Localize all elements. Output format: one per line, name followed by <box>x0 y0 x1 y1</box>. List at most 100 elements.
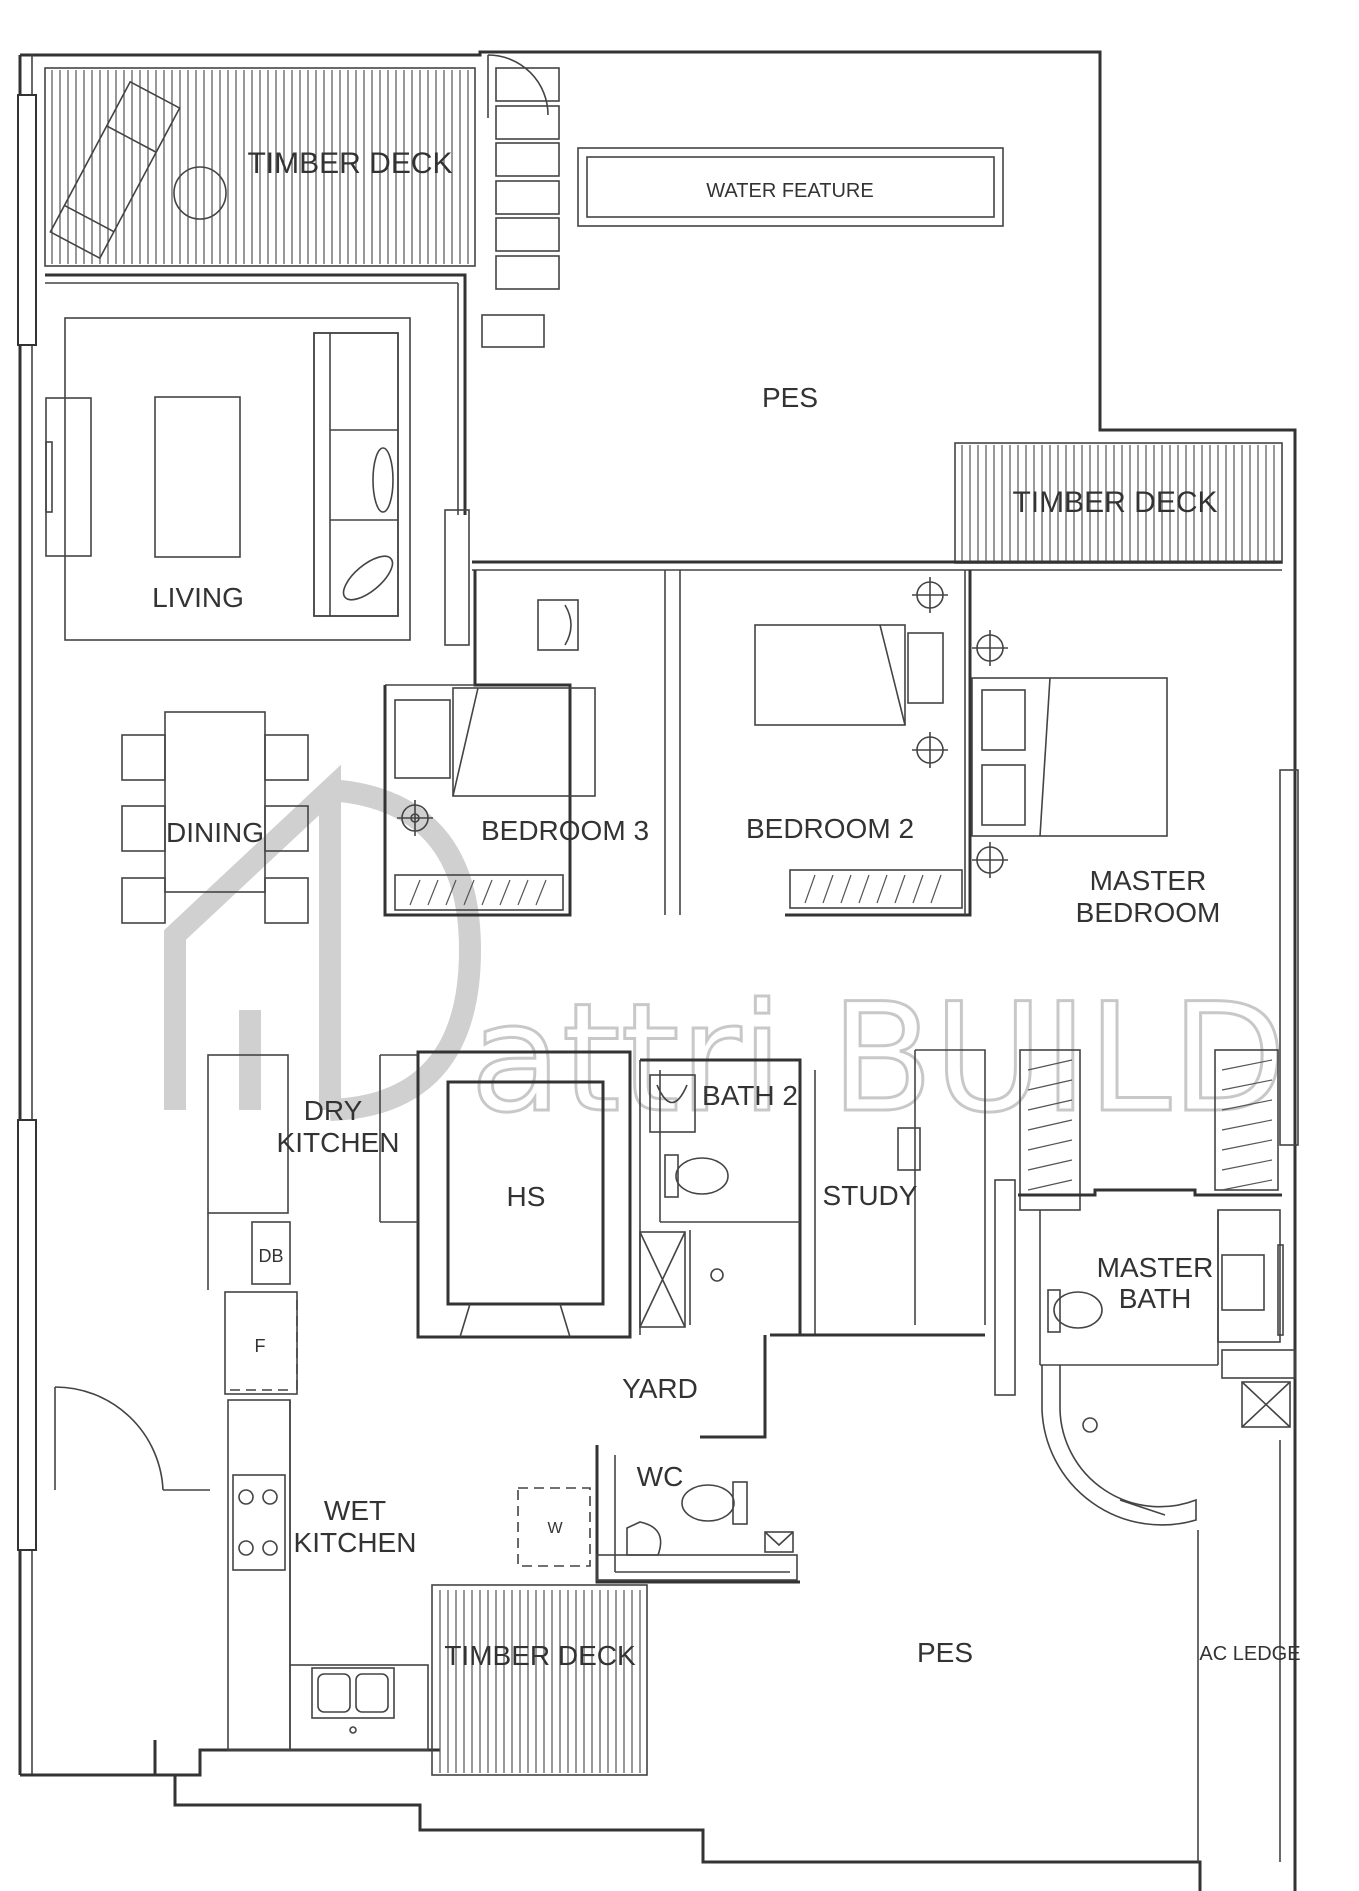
wardrobe-hatch <box>1027 1139 1073 1151</box>
label-yard: YARD <box>622 1373 698 1404</box>
master-bath-wall-ledge <box>1221 1349 1296 1428</box>
living-rug <box>64 317 411 641</box>
fridge <box>224 1291 298 1395</box>
hob <box>232 1474 286 1571</box>
bedroom-3-lamp <box>564 604 572 646</box>
bedroom-2-outlet-top <box>912 577 948 613</box>
wardrobe-hatch <box>858 874 870 904</box>
wardrobe-hatch <box>445 879 457 906</box>
master-wardrobe-left <box>1019 1049 1081 1211</box>
wardrobe-hatch <box>1221 1099 1273 1111</box>
wardrobe-hatch <box>499 879 511 906</box>
living-window <box>444 509 470 646</box>
label-fridge: F <box>255 1336 266 1356</box>
label-timber-deck-right: TIMBER DECK <box>1012 486 1217 519</box>
ac-ledge <box>1197 1440 1281 1862</box>
living-room-walls <box>45 273 1282 571</box>
label-timber-deck-top: TIMBER DECK <box>247 147 452 180</box>
bath-2-toilet <box>664 1154 729 1198</box>
yard-walls <box>700 1335 767 1439</box>
water-feature <box>577 147 1004 227</box>
dry-kitchen-counter <box>207 1054 289 1290</box>
wardrobe-hatch <box>876 874 888 904</box>
side-table <box>173 166 227 220</box>
label-db: DB <box>258 1246 283 1266</box>
master-side-table-1 <box>981 689 1026 751</box>
wc-toilet <box>681 1481 748 1525</box>
bath-2-shower <box>639 1231 724 1328</box>
label-pes-bottom: PES <box>917 1637 973 1668</box>
label-water-feature: WATER FEATURE <box>706 180 873 202</box>
wc-floor-trap <box>764 1531 794 1553</box>
wardrobe-hatch <box>1221 1119 1273 1131</box>
db-panel <box>251 1221 291 1285</box>
door-swing-top <box>487 54 549 118</box>
master-outlet-top <box>972 630 1008 666</box>
wardrobe-hatch <box>1027 1159 1073 1171</box>
master-bedroom-walls <box>964 570 1299 1146</box>
label-ac-ledge: AC LEDGE <box>1199 1643 1300 1665</box>
wardrobe-hatch <box>1027 1099 1073 1111</box>
wardrobe-hatch <box>1027 1179 1073 1191</box>
label-pes-top: PES <box>762 382 818 413</box>
wardrobe-hatch <box>535 879 547 906</box>
label-bath2: BATH 2 <box>702 1080 798 1111</box>
label-master-bath-1: MASTER <box>1097 1252 1214 1283</box>
sun-lounger <box>49 80 181 260</box>
timber-deck-bottom <box>431 1584 648 1776</box>
bedroom-3-wardrobe <box>394 874 564 911</box>
wardrobe-hatch <box>1221 1059 1273 1071</box>
wardrobe-hatch <box>517 879 529 906</box>
master-bath-shower <box>1041 1365 1197 1526</box>
bedroom-3-side-table <box>394 699 451 779</box>
wardrobe-hatch <box>894 874 906 904</box>
master-outlet-bottom <box>972 842 1008 878</box>
wardrobe-hatch <box>409 879 421 906</box>
timber-deck-right <box>954 442 1283 564</box>
label-bedroom2: BEDROOM 2 <box>746 813 914 844</box>
bedroom-3-lamp-table <box>537 599 579 651</box>
wardrobe-hatch <box>1221 1179 1273 1191</box>
master-bath-toilet <box>1047 1289 1103 1333</box>
wardrobe-hatch <box>1027 1119 1073 1131</box>
bedroom-2-wardrobe <box>789 869 963 909</box>
master-bath-vanity <box>1217 1209 1281 1343</box>
wardrobe-hatch <box>1221 1159 1273 1171</box>
study-desk <box>897 1127 921 1171</box>
wardrobe-hatch <box>463 879 475 906</box>
outer-walls <box>17 50 1297 1891</box>
timber-deck-top <box>44 67 476 267</box>
master-side-table-2 <box>981 764 1026 826</box>
bedroom-3-outlet <box>397 800 433 836</box>
coffee-table <box>154 396 241 558</box>
main-entrance-door <box>54 1386 210 1491</box>
label-master-bedroom-2: BEDROOM <box>1076 897 1221 928</box>
wc-walls <box>595 1445 800 1584</box>
label-living: LIVING <box>152 582 244 613</box>
stepping-stones <box>481 67 560 348</box>
label-wet-kitchen-1: WET <box>324 1495 386 1526</box>
bedroom-2-outlet-bottom <box>912 732 948 768</box>
bath-2-basin <box>649 1074 696 1133</box>
label-master-bedroom-1: MASTER <box>1090 865 1207 896</box>
label-dining: DINING <box>166 817 264 848</box>
label-bedroom3: BEDROOM 3 <box>481 815 649 846</box>
study-walls <box>770 1049 986 1337</box>
household-shelter <box>379 1050 632 1339</box>
wardrobe-hatch <box>840 874 852 904</box>
label-master-bath-2: BATH <box>1119 1283 1192 1314</box>
wet-kitchen-counter <box>227 1399 429 1751</box>
label-wet-kitchen-2: KITCHEN <box>294 1527 417 1558</box>
bedroom-3-bed <box>452 687 596 797</box>
washing-machine <box>517 1487 591 1567</box>
label-wc: WC <box>637 1461 684 1492</box>
wardrobe-hatch <box>912 874 924 904</box>
wardrobe-hatch <box>1221 1139 1273 1151</box>
wardrobe-hatch <box>822 874 834 904</box>
tv-screen <box>45 441 53 513</box>
wardrobe-hatch <box>930 874 942 904</box>
label-washer: W <box>547 1520 563 1537</box>
kitchen-sink <box>311 1667 395 1734</box>
wardrobe-hatch <box>427 879 439 906</box>
